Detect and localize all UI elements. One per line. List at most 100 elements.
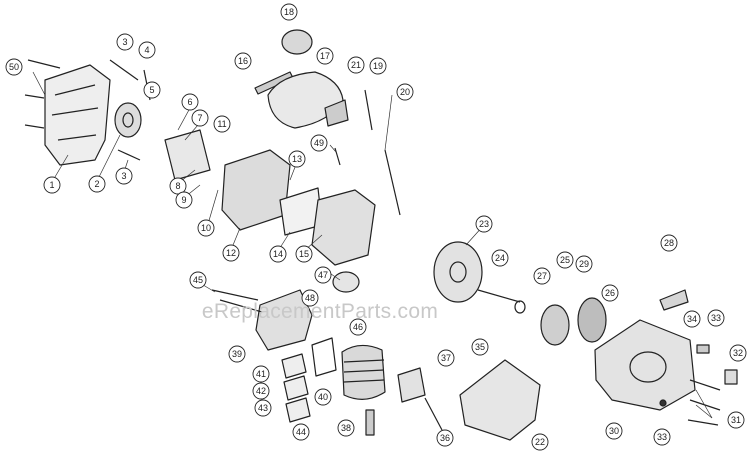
crankcase-part <box>311 189 376 266</box>
screw-part <box>424 397 443 431</box>
callout-number: 39 <box>232 349 242 359</box>
cylinder-fins <box>343 359 385 383</box>
callout-number: 38 <box>341 423 351 433</box>
muffler-bolt-part <box>211 289 259 301</box>
callout-number: 7 <box>197 113 202 123</box>
plate-part <box>281 353 307 379</box>
callout-circle <box>301 289 319 307</box>
plate-part <box>283 375 309 401</box>
callout-circle <box>292 423 310 441</box>
callout-number: 28 <box>664 238 674 248</box>
callout-circle <box>181 93 199 111</box>
callout-number: 31 <box>731 415 741 425</box>
callout-number: 16 <box>238 56 248 66</box>
callout-circle <box>436 429 454 447</box>
callout-labels: 1 2 3 3 4 5 6 7 8 9 10 11 12 13 14 15 16… <box>5 3 747 451</box>
callout-circle <box>660 234 678 252</box>
callout-circle <box>605 422 623 440</box>
cylinder-part <box>341 344 386 400</box>
callout-circle <box>683 310 701 328</box>
callout-circle <box>316 47 334 65</box>
callout-circle <box>252 365 270 383</box>
callout-circle <box>727 411 745 429</box>
callout-circle <box>43 176 61 194</box>
long-rod-part <box>384 149 401 216</box>
callout-number: 14 <box>273 249 283 259</box>
lower-cover-part <box>459 359 541 441</box>
callout-number: 24 <box>495 253 505 263</box>
small-screw-part <box>334 147 341 166</box>
leader-lines <box>32 71 713 419</box>
callout-number: 36 <box>440 433 450 443</box>
callout-number: 48 <box>305 293 315 303</box>
watermark-text: eReplacementParts.com <box>201 300 439 323</box>
callout-number: 15 <box>299 249 309 259</box>
callout-number: 41 <box>256 369 266 379</box>
callout-circle <box>234 52 252 70</box>
small-bracket-part <box>724 369 738 385</box>
callout-circle <box>653 428 671 446</box>
muffler-bolt-part <box>219 299 263 313</box>
callout-circle <box>143 81 161 99</box>
callout-number: 42 <box>256 386 266 396</box>
starter-handle-part <box>659 289 689 311</box>
callout-circle <box>396 83 414 101</box>
callout-circle <box>222 244 240 262</box>
callout-circle <box>314 266 332 284</box>
callout-circle <box>175 191 193 209</box>
callout-circle <box>369 57 387 75</box>
callout-circle <box>115 167 133 185</box>
callout-number: 10 <box>201 223 211 233</box>
callout-number: 13 <box>292 154 302 164</box>
piston-part <box>332 271 360 293</box>
callout-number: 25 <box>560 255 570 265</box>
callout-circle <box>556 251 574 269</box>
callout-circle <box>269 245 287 263</box>
spark-plug-part <box>365 409 375 436</box>
spacer-ring-part <box>114 102 142 138</box>
flywheel-part <box>433 241 483 303</box>
callout-number: 22 <box>535 437 545 447</box>
callout-circle <box>252 382 270 400</box>
muffler-gasket-part <box>311 337 337 377</box>
callout-circle <box>228 345 246 363</box>
callout-number: 30 <box>609 426 619 436</box>
callout-number: 2 <box>94 179 99 189</box>
callout-circle <box>337 419 355 437</box>
pulley-part <box>540 304 570 346</box>
housing-bolt-part <box>24 124 45 129</box>
callout-number: 9 <box>181 195 186 205</box>
callout-circle <box>729 344 747 362</box>
starter-rod-part <box>687 419 719 426</box>
spacer-ring-hole <box>122 112 134 128</box>
shaft-part <box>477 289 521 303</box>
callout-number: 29 <box>579 259 589 269</box>
callout-number: 11 <box>217 119 226 129</box>
callout-circle <box>254 399 272 417</box>
carburetor-part <box>221 149 291 231</box>
fuel-cap-part <box>281 29 313 55</box>
callout-circle <box>491 249 509 267</box>
starter-housing-opening <box>629 351 667 383</box>
callout-circle <box>5 58 23 76</box>
callout-number: 45 <box>193 275 203 285</box>
callout-circle <box>437 349 455 367</box>
callout-number: 21 <box>351 60 361 70</box>
washer-part <box>514 300 526 314</box>
small-nut-part <box>659 399 667 407</box>
callout-number: 17 <box>320 51 330 61</box>
callout-number: 46 <box>353 322 363 332</box>
callout-number: 44 <box>296 427 306 437</box>
callout-number: 18 <box>284 7 294 17</box>
callout-circle <box>314 388 332 406</box>
callout-circle <box>707 309 725 327</box>
callout-circle <box>138 41 156 59</box>
rod-part <box>364 89 373 131</box>
starter-housing-part <box>594 319 696 411</box>
muffler-part <box>255 289 313 351</box>
flywheel-hub <box>449 261 467 283</box>
plate-part <box>285 397 311 423</box>
callout-circle <box>197 219 215 237</box>
callout-number: 47 <box>318 270 328 280</box>
